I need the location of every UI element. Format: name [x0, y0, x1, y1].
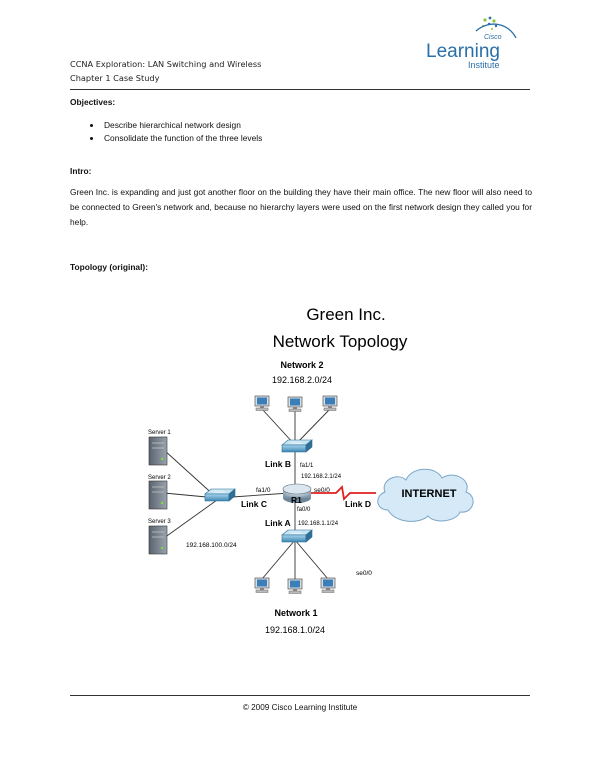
intro-paragraph: Green Inc. is expanding and just got ano… [70, 187, 532, 227]
link-b-label: Link B [265, 459, 291, 469]
course-title: CCNA Exploration: LAN Switching and Wire… [70, 59, 262, 69]
server-icon [148, 480, 168, 510]
server1-label: Server 1 [148, 430, 171, 436]
link-b-ip: 192.168.2.1/24 [301, 474, 342, 480]
logo-main-text: Learning [426, 41, 500, 62]
pc-icon [254, 577, 270, 593]
header-divider [70, 89, 530, 90]
link-a-ip: 192.168.1.1/24 [298, 521, 339, 527]
cisco-learning-institute-logo: Cisco Learning Institute [426, 16, 517, 70]
servers-address: 192.168.100.0/24 [186, 542, 237, 549]
list-item: Describe hierarchical network design [88, 119, 262, 132]
diagram-title-line1: Green Inc. [306, 305, 385, 324]
fa0-0-label: fa0/0 [297, 507, 311, 513]
server2-label: Server 2 [148, 475, 171, 481]
router-label: R1 [291, 495, 302, 505]
objectives-heading: Objectives: [70, 97, 116, 107]
fa1-1-label: fa1/1 [300, 463, 314, 469]
internet-label: INTERNET [402, 488, 457, 500]
network2-address: 192.168.2.0/24 [272, 375, 332, 385]
server-icon [148, 525, 168, 555]
chapter-title: Chapter 1 Case Study [70, 73, 160, 83]
footer-divider [70, 695, 530, 696]
diagram-title-line2: Network Topology [273, 332, 408, 351]
network1-label: Network 1 [274, 608, 317, 618]
fa1-0-label: fa1/0 [256, 487, 271, 494]
copyright-footer: © 2009 Cisco Learning Institute [242, 703, 358, 712]
logo-cisco-text: Cisco [484, 34, 502, 41]
logo-arc [475, 23, 517, 39]
internet-cloud-icon [377, 468, 474, 522]
topology-heading: Topology (original): [70, 262, 148, 272]
link-d-label: Link D [345, 499, 371, 509]
pc-icon [320, 577, 336, 593]
pc-icon [287, 396, 303, 412]
serial-link-d [310, 485, 376, 501]
switch-a-icon [281, 529, 313, 543]
se0-0-label: se0/0 [314, 487, 330, 494]
logo-dots-icon [481, 16, 498, 30]
network-topology-diagram: Green Inc. Network Topology Network 2 19… [148, 305, 474, 635]
pc-icon [254, 395, 270, 411]
link-c-label: Link C [241, 499, 267, 509]
server3-label: Server 3 [148, 519, 171, 525]
switch-b-icon [281, 439, 313, 453]
se0-0-note: se0/0 [356, 570, 372, 577]
list-item: Consolidate the function of the three le… [88, 132, 262, 145]
link-a-label: Link A [265, 518, 291, 528]
intro-heading: Intro: [70, 166, 92, 176]
logo-sub-text: Institute [468, 60, 500, 70]
pc-icon [287, 578, 303, 594]
network2-label: Network 2 [280, 360, 323, 370]
objectives-list: Describe hierarchical network design Con… [88, 119, 262, 145]
network1-address: 192.168.1.0/24 [265, 625, 325, 635]
router-icon [282, 483, 312, 503]
server-icon [148, 436, 168, 466]
switch-c-icon [204, 488, 236, 502]
pc-icon [322, 395, 338, 411]
